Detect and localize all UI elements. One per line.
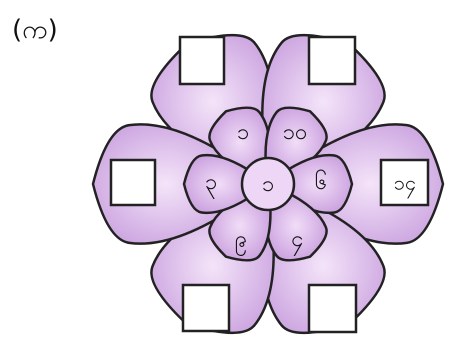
inner-number-top-left: ၁ bbox=[237, 120, 249, 145]
center-number: ၁ bbox=[262, 172, 274, 197]
inner-number-bottom-right: ၄ bbox=[291, 227, 303, 256]
answer-box-bottom-right[interactable] bbox=[309, 285, 356, 332]
inner-number-left: ၃ bbox=[205, 170, 217, 199]
answer-box-top-left[interactable] bbox=[180, 37, 224, 84]
answer-box-right-text: ၁၄ bbox=[394, 171, 417, 199]
inner-number-top-right: ၁၀ bbox=[283, 120, 308, 145]
answer-box-top-right[interactable] bbox=[309, 37, 355, 84]
answer-box-left[interactable] bbox=[111, 160, 155, 205]
answer-box-bottom-left[interactable] bbox=[183, 285, 229, 331]
inner-number-right: ၆ bbox=[315, 169, 327, 195]
exercise-label: (က) bbox=[12, 15, 58, 45]
inner-number-bottom-left: ၉ bbox=[235, 227, 247, 256]
